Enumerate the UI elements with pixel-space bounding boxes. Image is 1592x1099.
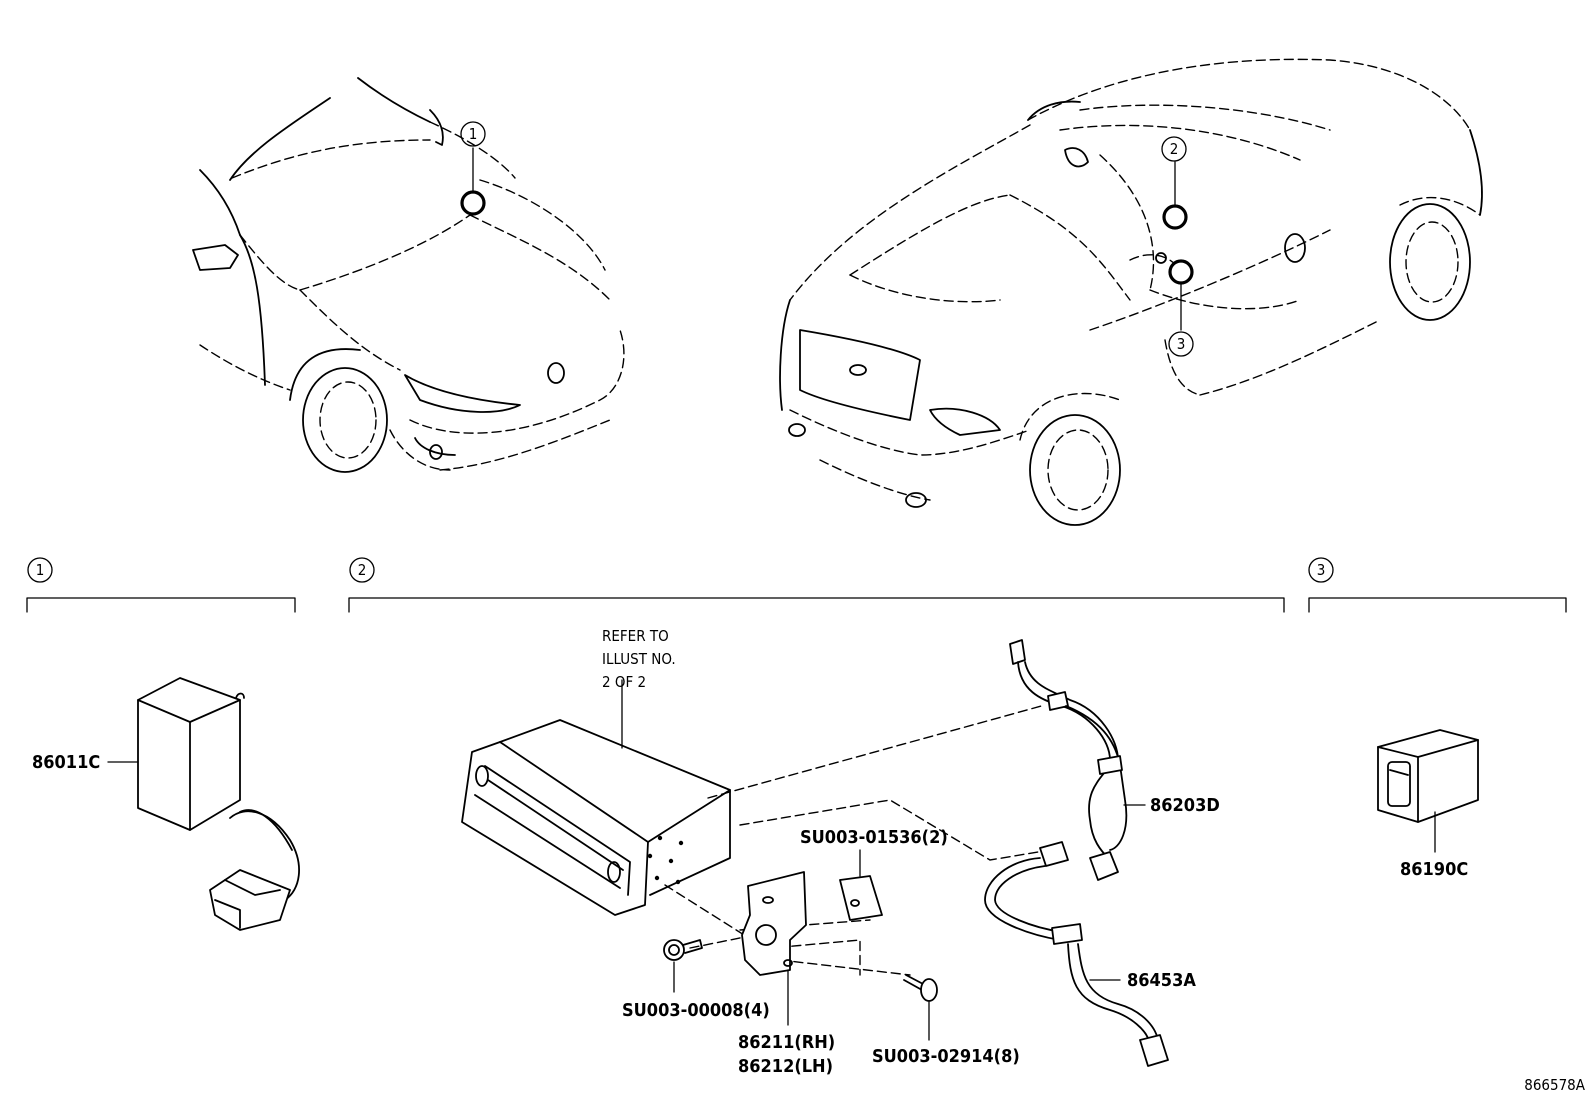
svg-text:1: 1 xyxy=(36,561,45,579)
part-number-86212: 86212(LH) xyxy=(738,1056,833,1077)
rear-car-illustration xyxy=(779,58,1483,526)
bracket-86211-86212 xyxy=(741,871,807,1026)
part-number-86190C: 86190C xyxy=(1400,859,1468,880)
wire-harness-86203D xyxy=(1009,639,1146,881)
part-number-86453A: 86453A xyxy=(1127,970,1196,991)
part-number-SU003-01536: SU003-01536(2) xyxy=(800,827,948,848)
section-1-header: 1 xyxy=(26,557,296,613)
refer-note: REFER TO ILLUST NO. 2 OF 2 xyxy=(602,627,680,691)
svg-text:1: 1 xyxy=(469,125,478,143)
section-2-header: 2 xyxy=(348,557,1285,613)
part-number-SU003-00008: SU003-00008(4) xyxy=(622,1000,770,1021)
svg-text:3: 3 xyxy=(1177,335,1186,353)
illustration-id: 866578A xyxy=(1524,1076,1586,1094)
part-number-86011C: 86011C xyxy=(32,752,100,773)
location-marker-1 xyxy=(460,190,486,216)
module-86011C xyxy=(137,677,300,931)
section-3-header: 3 xyxy=(1308,557,1567,613)
location-marker-3 xyxy=(1168,259,1194,285)
part-number-SU003-02914: SU003-02914(8) xyxy=(872,1046,1020,1067)
bolt-SU003-00008 xyxy=(663,939,703,993)
part-number-86203D: 86203D xyxy=(1150,795,1220,816)
callout-1: 1 xyxy=(460,121,486,147)
part-number-86211: 86211(RH) xyxy=(738,1032,835,1053)
svg-text:3: 3 xyxy=(1317,561,1326,579)
screw-SU003-02914 xyxy=(903,974,938,1041)
callout-3: 3 xyxy=(1168,331,1194,357)
antenna-cord-86453A xyxy=(984,841,1169,1067)
svg-text:2: 2 xyxy=(1170,140,1179,158)
location-marker-2 xyxy=(1162,204,1188,230)
front-car-illustration xyxy=(192,77,625,473)
svg-text:2: 2 xyxy=(358,561,367,579)
switch-86190C xyxy=(1377,729,1479,823)
navigation-receiver xyxy=(461,679,1051,976)
callout-2: 2 xyxy=(1161,136,1187,162)
clip-SU003-01536 xyxy=(839,849,883,921)
